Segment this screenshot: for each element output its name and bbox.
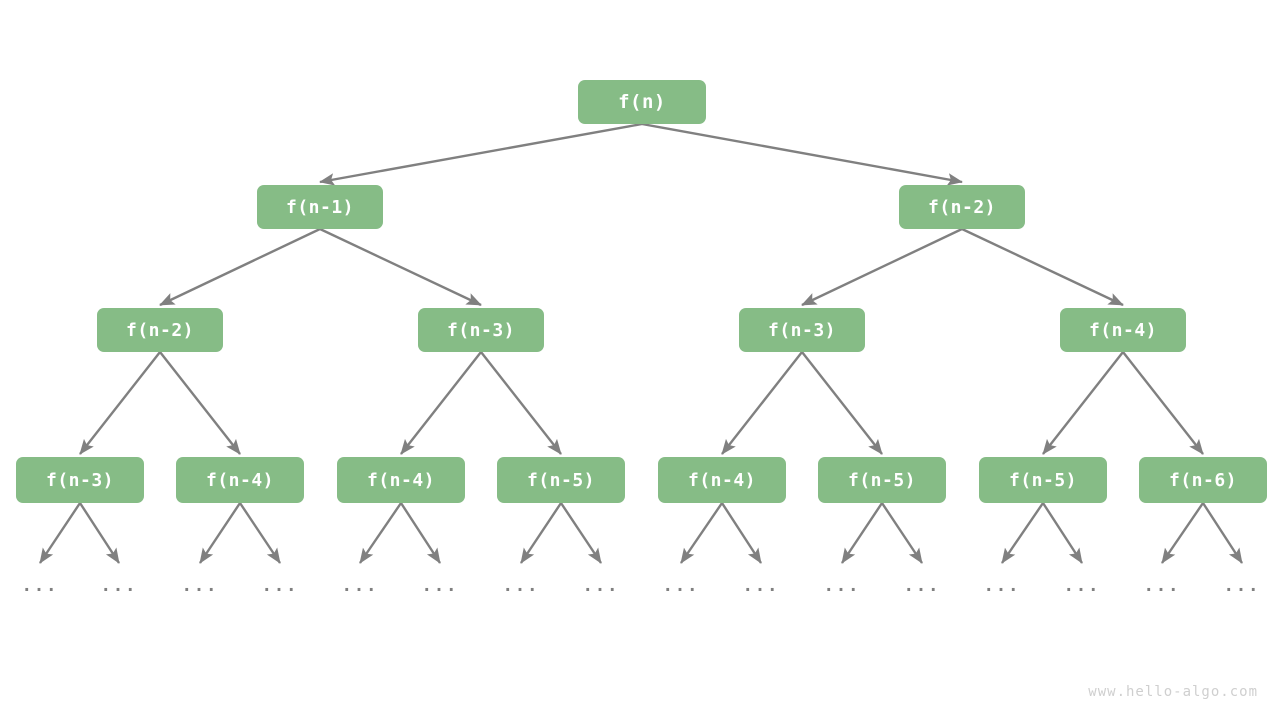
ellipsis-edge — [841, 502, 883, 564]
tree-edge — [1042, 351, 1124, 455]
ellipsis-edges — [39, 502, 1244, 564]
tree-node: f(n-2) — [899, 185, 1025, 229]
ellipsis-edge — [399, 502, 442, 564]
ellipsis-edge — [199, 502, 241, 564]
tree-edge — [319, 227, 482, 307]
ellipsis-edge — [39, 502, 81, 564]
tree-node: f(n-3) — [739, 308, 865, 352]
tree-node: f(n-4) — [658, 457, 786, 503]
ellipsis-label: ... — [341, 576, 379, 596]
ellipsis-label: ... — [21, 576, 59, 596]
ellipsis-label: ... — [742, 576, 780, 596]
tree-node: f(n-4) — [1060, 308, 1186, 352]
ellipsis-edge — [520, 502, 562, 564]
tree-edge — [721, 351, 803, 455]
ellipsis-edge — [359, 502, 402, 564]
ellipsis-edge — [1201, 502, 1244, 564]
ellipsis-label: ... — [903, 576, 941, 596]
tree-edge — [961, 227, 1124, 307]
ellipsis-edge — [881, 502, 923, 564]
tree-node: f(n-6) — [1139, 457, 1267, 503]
ellipsis-label: ... — [502, 576, 540, 596]
tree-node: f(n-2) — [97, 308, 223, 352]
ellipsis-edge — [1001, 502, 1044, 564]
ellipsis-edge — [1041, 502, 1084, 564]
tree-node: f(n-5) — [818, 457, 946, 503]
ellipsis-edge — [720, 502, 763, 564]
tree-edge — [801, 351, 883, 455]
ellipsis-label: ... — [983, 576, 1021, 596]
tree-node: f(n-1) — [257, 185, 383, 229]
ellipsis-edge — [680, 502, 723, 564]
tree-node: f(n-5) — [979, 457, 1107, 503]
tree-node: f(n-4) — [337, 457, 465, 503]
tree-edge — [400, 351, 482, 455]
tree-node: f(n-4) — [176, 457, 304, 503]
ellipsis-label: ... — [662, 576, 700, 596]
ellipsis-label: ... — [582, 576, 620, 596]
ellipsis-label: ... — [1063, 576, 1101, 596]
ellipsis-label: ... — [1223, 576, 1261, 596]
tree-edge — [319, 122, 643, 186]
tree-edge — [1122, 351, 1204, 455]
ellipsis-label: ... — [261, 576, 299, 596]
ellipsis-label: ... — [823, 576, 861, 596]
tree-node: f(n) — [578, 80, 706, 124]
tree-edge — [641, 122, 963, 186]
ellipsis-edge — [78, 502, 121, 564]
ellipsis-label: ... — [421, 576, 459, 596]
tree-edge — [79, 351, 161, 455]
tree-node: f(n-5) — [497, 457, 625, 503]
ellipsis-edge — [560, 502, 602, 564]
tree-edge — [480, 351, 562, 455]
watermark: www.hello-algo.com — [1088, 684, 1258, 700]
ellipsis-label: ... — [100, 576, 138, 596]
ellipsis-edge — [239, 502, 281, 564]
ellipsis-edge — [1161, 502, 1204, 564]
tree-edge — [159, 227, 321, 307]
tree-node: f(n-3) — [418, 308, 544, 352]
ellipsis-label: ... — [181, 576, 219, 596]
tree-edge — [801, 227, 963, 307]
tree-edges — [79, 122, 1204, 455]
ellipsis-label: ... — [1143, 576, 1181, 596]
tree-node: f(n-3) — [16, 457, 144, 503]
tree-edge — [159, 351, 241, 455]
